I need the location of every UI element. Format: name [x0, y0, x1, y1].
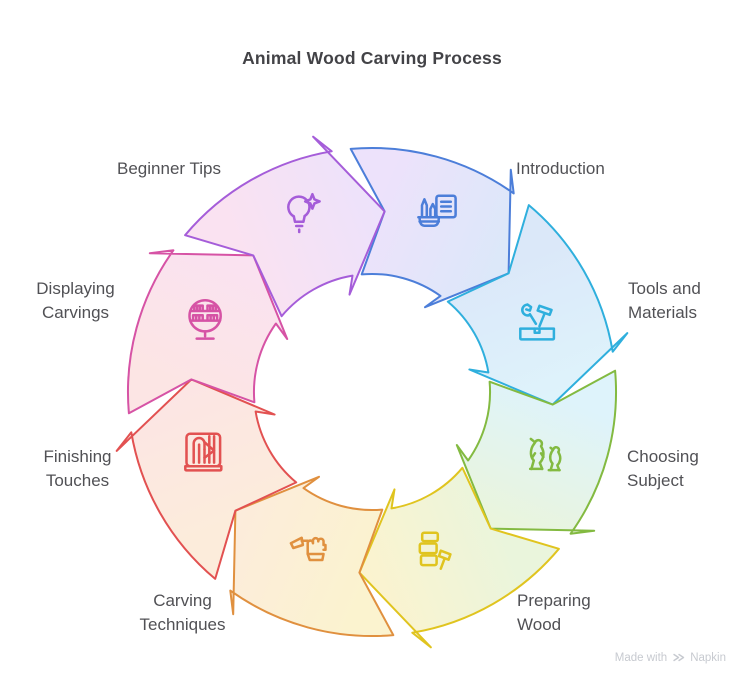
napkin-logo-icon — [673, 653, 685, 662]
watermark-brand: Napkin — [690, 651, 726, 664]
watermark-prefix: Made with — [614, 651, 668, 664]
wood-blocks-mallet-icon — [418, 531, 452, 570]
step-label-line: Carvings — [41, 303, 110, 322]
step-label-line: Choosing — [627, 447, 699, 466]
step-label-line: Finishing — [43, 447, 112, 466]
step-label-line: Materials — [628, 303, 697, 322]
step-label-line: Carving — [153, 591, 212, 610]
lightbulb-sparkle-icon — [287, 192, 321, 234]
wrench-hammer-toolbox-icon — [519, 303, 556, 341]
display-shelf-icon — [188, 298, 222, 340]
step-label-line: Subject — [627, 471, 684, 490]
napkin-watermark: Made with Napkin — [615, 651, 726, 664]
step-label-line: Tools and — [628, 279, 701, 298]
carving-tools-and-document-icon — [417, 194, 457, 227]
step-label-line: Preparing — [517, 591, 591, 610]
step-label-line: Wood — [517, 615, 562, 634]
step-arrow-choosing-subject — [455, 369, 618, 535]
step-arrow-tools-and-materials — [446, 204, 629, 406]
step-arrow-introduction — [349, 146, 515, 309]
carved-panel-icon — [184, 432, 223, 472]
hand-carving-tool-icon — [289, 536, 327, 562]
step-label-beginner-tips: Beginner Tips — [100, 157, 238, 181]
step-label-line: Techniques — [139, 615, 226, 634]
step-label-line: Displaying — [36, 279, 115, 298]
step-label-line: Introduction — [516, 159, 605, 178]
diagram-title: Animal Wood Carving Process — [242, 48, 502, 68]
step-label-line: Beginner Tips — [117, 159, 221, 178]
meerkats-icon — [528, 437, 562, 472]
step-label-line: Touches — [45, 471, 110, 490]
step-label-introduction: Introduction — [516, 157, 691, 181]
step-arrow-beginner-tips — [184, 135, 386, 318]
step-arrow-finishing-touches — [115, 378, 298, 580]
step-arrow-carving-techniques — [229, 475, 395, 638]
step-arrow-preparing-wood — [358, 466, 560, 649]
